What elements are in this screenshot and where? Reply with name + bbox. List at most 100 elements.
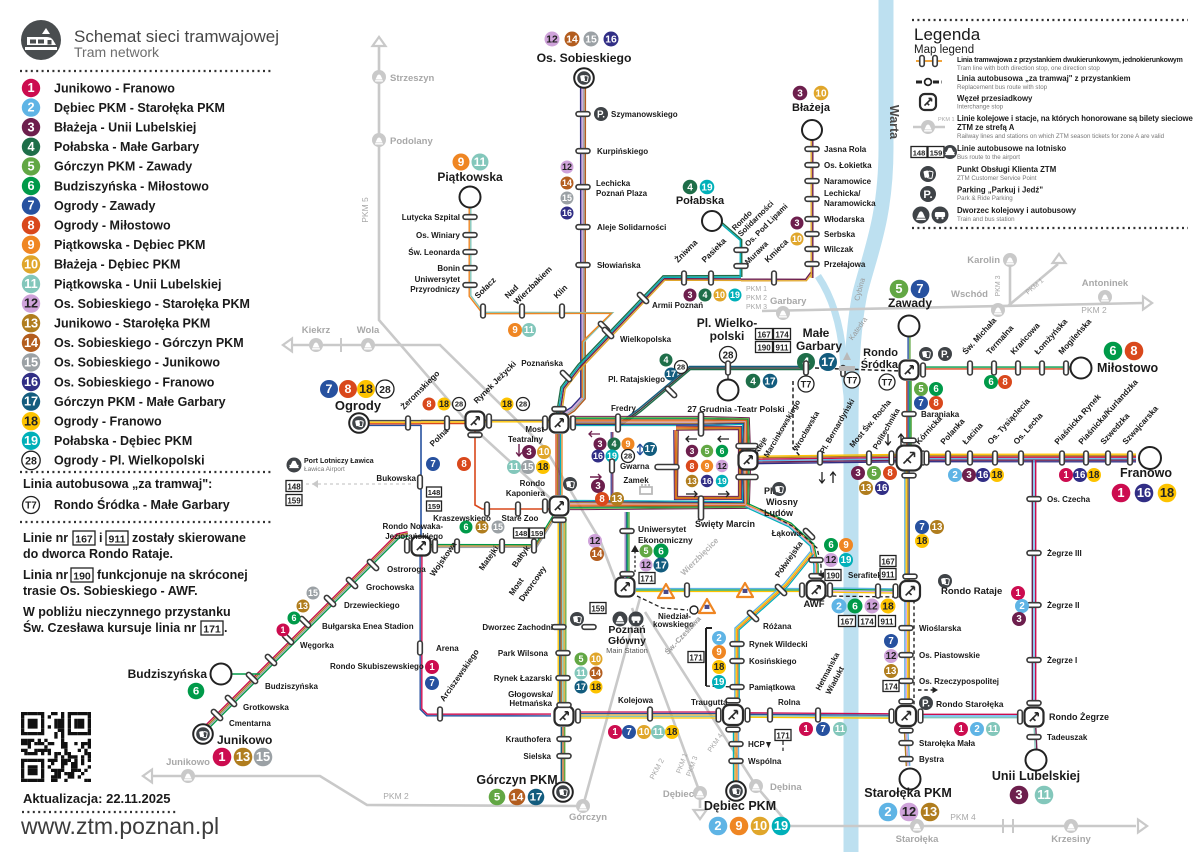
svg-text:PKM 2: PKM 2 (648, 757, 667, 781)
svg-text:14: 14 (511, 792, 524, 804)
svg-text:Pl.: Pl. (764, 486, 775, 496)
svg-text:Szwajcarska: Szwajcarska (1121, 404, 1161, 447)
svg-text:Garbary: Garbary (770, 296, 807, 307)
svg-text:171: 171 (640, 575, 654, 584)
svg-text:Rondo: Rondo (520, 479, 545, 488)
svg-text:4: 4 (664, 355, 669, 365)
svg-text:159: 159 (287, 497, 301, 506)
svg-text:Starołęka Mała: Starołęka Mała (919, 739, 976, 748)
svg-text:Górczyn PKM - Małe Garbary: Górczyn PKM - Małe Garbary (54, 395, 226, 409)
svg-text:Bystra: Bystra (919, 755, 944, 764)
svg-text:15: 15 (523, 462, 534, 473)
svg-text:T7: T7 (25, 501, 36, 512)
svg-text:167: 167 (75, 533, 93, 545)
svg-text:3: 3 (1015, 787, 1022, 802)
svg-text:Matejki: Matejki (477, 544, 500, 572)
svg-text:1: 1 (803, 724, 809, 735)
svg-text:11: 11 (474, 156, 487, 169)
svg-text:T7: T7 (801, 379, 812, 389)
svg-text:18: 18 (667, 727, 678, 738)
svg-text:3: 3 (27, 120, 34, 134)
svg-text:18: 18 (538, 462, 549, 473)
svg-text:PKM 1: PKM 1 (1025, 277, 1046, 296)
svg-text:Klin: Klin (552, 283, 569, 300)
svg-text:Miłostowo: Miłostowo (1097, 361, 1158, 375)
svg-text:911: 911 (109, 533, 126, 545)
svg-text:Map legend: Map legend (914, 44, 974, 56)
svg-text:Krauthofera: Krauthofera (506, 735, 552, 744)
svg-text:7: 7 (918, 398, 923, 409)
svg-text:3: 3 (966, 470, 972, 481)
svg-text:18: 18 (24, 414, 38, 428)
svg-text:Św. Leonarda: Św. Leonarda (408, 248, 460, 257)
svg-text:Szymanowskiego: Szymanowskiego (611, 110, 678, 119)
svg-text:14: 14 (592, 549, 603, 560)
svg-text:Ekonomiczny: Ekonomiczny (638, 535, 693, 545)
svg-text:5: 5 (644, 546, 649, 556)
svg-text:Górczyn PKM: Górczyn PKM (476, 773, 557, 787)
svg-text:3: 3 (1016, 614, 1022, 625)
svg-text:PKM 1: PKM 1 (746, 286, 767, 293)
svg-text:13: 13 (932, 522, 943, 533)
svg-text:Garbary: Garbary (796, 339, 842, 353)
svg-text:Kolejowa: Kolejowa (618, 696, 654, 705)
svg-text:1: 1 (1117, 485, 1124, 500)
svg-text:Linie autobusowe na lotnisko: Linie autobusowe na lotnisko (957, 144, 1066, 153)
svg-text:2: 2 (974, 724, 979, 735)
svg-text:Grotkowska: Grotkowska (243, 703, 289, 712)
svg-text:5: 5 (871, 468, 877, 479)
svg-text:Railway lines and stations on: Railway lines and stations on which ZTM … (957, 133, 1165, 140)
svg-text:Wilczak: Wilczak (824, 245, 854, 254)
svg-text:Naramowicka: Naramowicka (824, 199, 876, 208)
svg-text:171: 171 (689, 654, 703, 663)
svg-text:11: 11 (1037, 787, 1051, 802)
svg-text:12: 12 (866, 601, 878, 612)
svg-text:17: 17 (764, 376, 776, 387)
svg-text:Junikowo: Junikowo (166, 757, 210, 768)
svg-text:Święty Marcin: Święty Marcin (695, 518, 755, 529)
svg-text:7: 7 (919, 522, 924, 533)
svg-text:3: 3 (526, 447, 532, 458)
svg-text:Linia nr: Linia nr (23, 568, 68, 582)
svg-text:159: 159 (591, 605, 605, 614)
svg-text:4: 4 (612, 439, 617, 449)
svg-text:Dworzec kolejowy i autobusowy: Dworzec kolejowy i autobusowy (957, 206, 1077, 215)
svg-text:PKM 3: PKM 3 (995, 275, 1002, 296)
svg-text:Uniwersytet: Uniwersytet (638, 524, 686, 534)
svg-text:8: 8 (887, 468, 893, 479)
svg-text:17: 17 (530, 792, 543, 804)
svg-text:PKM 5: PKM 5 (360, 197, 370, 223)
svg-text:174: 174 (860, 618, 874, 627)
svg-text:11: 11 (524, 325, 535, 336)
svg-text:Sielska: Sielska (523, 752, 551, 761)
svg-text:28: 28 (519, 400, 527, 409)
svg-text:Aktualizacja: 22.11.2025: Aktualizacja: 22.11.2025 (23, 791, 170, 806)
svg-text:15: 15 (493, 522, 503, 532)
svg-text:3: 3 (595, 481, 601, 492)
svg-text:5: 5 (705, 446, 710, 456)
svg-text:W pobliżu nieczynnego przystan: W pobliżu nieczynnego przystanku (23, 605, 231, 619)
svg-text:Os. Czecha: Os. Czecha (1047, 495, 1091, 504)
svg-text:ZTM Customer Service Point: ZTM Customer Service Point (957, 175, 1037, 182)
svg-text:PKM 2: PKM 2 (746, 295, 767, 302)
svg-text:9: 9 (27, 238, 34, 252)
svg-text:Junikowo - Starołęka PKM: Junikowo - Starołęka PKM (54, 317, 210, 331)
svg-text:28: 28 (379, 385, 391, 396)
svg-text:18: 18 (439, 399, 449, 409)
svg-text:T7: T7 (882, 377, 893, 387)
svg-text:14: 14 (591, 668, 601, 678)
svg-text:2: 2 (884, 804, 891, 819)
svg-text:3: 3 (795, 218, 800, 228)
svg-text:7: 7 (626, 727, 631, 738)
svg-text:911: 911 (776, 344, 789, 353)
svg-text:AWF: AWF (803, 599, 824, 610)
svg-text:19: 19 (24, 434, 38, 448)
svg-text:Włodarska: Włodarska (824, 215, 865, 224)
svg-text:Rondo Rataje: Rondo Rataje (941, 586, 1002, 597)
svg-text:Ogrody - Pl. Wielkopolski: Ogrody - Pl. Wielkopolski (54, 454, 205, 468)
svg-text:5: 5 (494, 792, 501, 804)
svg-text:Stare Zoo: Stare Zoo (502, 514, 539, 523)
svg-text:Os. Sobieskiego - Starołęka PK: Os. Sobieskiego - Starołęka PKM (54, 297, 250, 311)
svg-text:Św. Czesława kursuje linia nr: Św. Czesława kursuje linia nr (23, 620, 196, 635)
svg-text:Wrocławska: Wrocławska (791, 409, 822, 453)
